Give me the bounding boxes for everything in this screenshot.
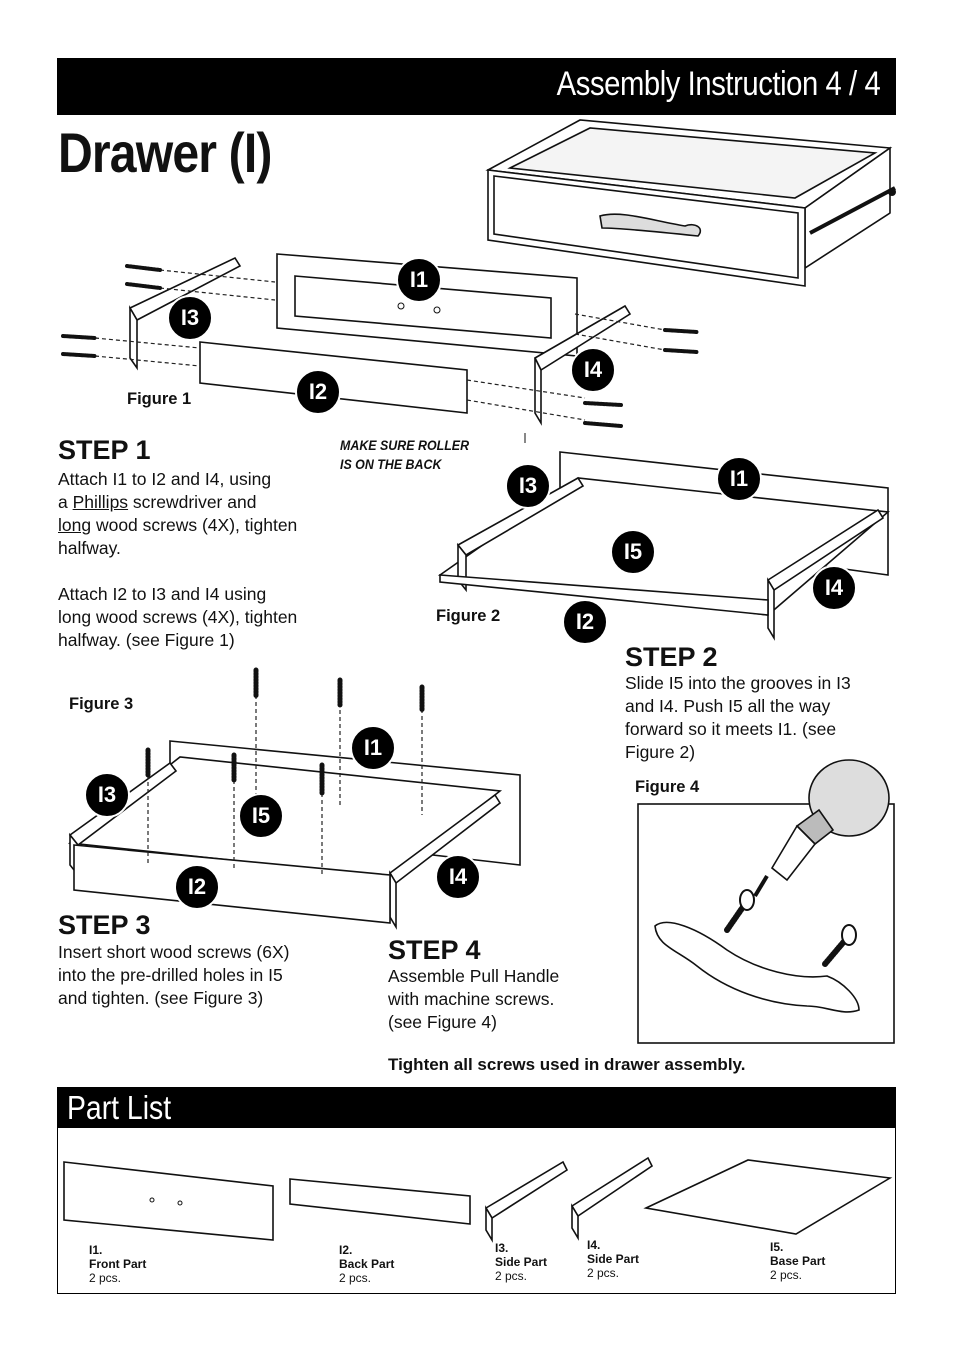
tighten-note: Tighten all screws used in drawer assemb…: [388, 1055, 746, 1074]
part-list-header: Part List: [58, 1088, 895, 1128]
part-i1-label: I1. Front Part 2 pcs.: [89, 1243, 146, 1285]
part-i5-label: I5. Base Part 2 pcs.: [770, 1240, 825, 1282]
part-i4-qty: 2 pcs.: [587, 1266, 620, 1280]
header-bar: Assembly Instruction 4 / 4: [57, 58, 896, 115]
part-list-illustrations: [63, 1156, 893, 1243]
figure2-illustration: [437, 451, 890, 641]
badge-i1-fig2: I1: [716, 456, 762, 502]
badge-i1-fig1: I1: [396, 257, 442, 303]
part-i4-label: I4. Side Part 2 pcs.: [587, 1238, 639, 1280]
badge-i4-fig3: I4: [435, 854, 481, 900]
badge-i2-fig1: I2: [295, 369, 341, 415]
step1-text-a: Attach I1 to I2 and I4, using a: [58, 469, 272, 512]
part-i3-qty: 2 pcs.: [495, 1269, 528, 1283]
figure2-label: Figure 2: [436, 607, 501, 625]
step1-text-long: long: [58, 515, 92, 535]
part-i3-label: I3. Side Part 2 pcs.: [495, 1241, 547, 1283]
part-i1-qty: 2 pcs.: [89, 1271, 122, 1285]
figure4-label: Figure 4: [635, 778, 700, 796]
roller-note: MAKE SURE ROLLER IS ON THE BACK: [340, 438, 470, 472]
figure1-label: Figure 1: [127, 390, 192, 408]
part-i1-id: I1.: [89, 1243, 103, 1257]
step4-text: Assemble Pull Handle with machine screws…: [388, 966, 560, 1032]
step1-heading: STEP 1: [58, 435, 151, 465]
part-i2-id: I2.: [339, 1243, 353, 1257]
part-i5-name: Base Part: [770, 1254, 826, 1268]
step2-text: Slide I5 into the grooves in I3 and I4. …: [625, 673, 851, 762]
badge-i3-fig3: I3: [84, 772, 130, 818]
badge-i4-fig1: I4: [570, 347, 616, 393]
part-list: Part List I1. Front Part 2 pcs. I2. Back…: [57, 1087, 896, 1294]
step1-text-c: wood screws (4X), tighten halfway. Attac…: [58, 515, 298, 650]
part-i5-id: I5.: [770, 1240, 784, 1254]
part-i2-label: I2. Back Part 2 pcs.: [339, 1243, 394, 1285]
part-i2-name: Back Part: [339, 1257, 395, 1271]
badge-i3-fig1: I3: [167, 295, 213, 341]
badge-i3-fig2: I3: [505, 463, 551, 509]
step3-text: Insert short wood screws (6X) into the p…: [58, 942, 290, 1008]
badge-i4-fig2: I4: [811, 565, 857, 611]
part-i3-id: I3.: [495, 1241, 509, 1255]
part-i5-qty: 2 pcs.: [770, 1268, 803, 1282]
badge-i5-fig3: I5: [238, 793, 284, 839]
step4-heading: STEP 4: [388, 935, 481, 965]
assembled-drawer-illustration: [485, 119, 896, 287]
step1-text-b: screwdriver and: [132, 492, 257, 512]
badge-i2-fig3: I2: [174, 864, 220, 910]
part-i4-id: I4.: [587, 1238, 601, 1252]
badge-i5-fig2: I5: [610, 529, 656, 575]
part-i4-name: Side Part: [587, 1252, 640, 1266]
part-list-title: Part List: [67, 1089, 172, 1126]
badge-i1-fig3: I1: [350, 725, 396, 771]
page-title: Drawer (I): [58, 121, 272, 184]
figure3-label: Figure 3: [69, 695, 134, 713]
part-i2-qty: 2 pcs.: [339, 1271, 372, 1285]
header-title: Assembly Instruction 4 / 4: [556, 65, 880, 103]
part-i3-name: Side Part: [495, 1255, 548, 1269]
step1-text-phillips: Phillips: [72, 492, 129, 512]
step3-heading: STEP 3: [58, 910, 151, 940]
part-i1-name: Front Part: [89, 1257, 147, 1271]
figure4-illustration: [637, 759, 895, 1044]
figure1-exploded-illustration: [61, 253, 699, 443]
step2-heading: STEP 2: [625, 642, 718, 672]
badge-i2-fig2: I2: [562, 599, 608, 645]
step1-text: Attach I1 to I2 and I4, using a Phillips…: [58, 468, 348, 652]
